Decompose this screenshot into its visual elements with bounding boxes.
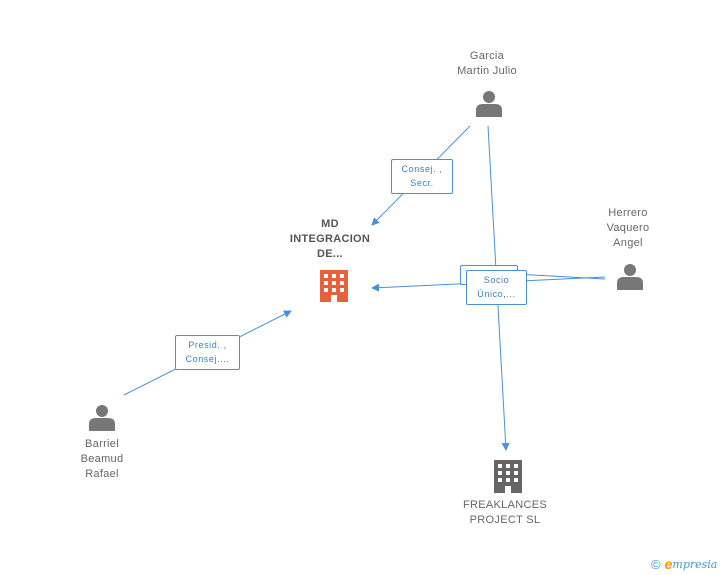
- company-md-line: INTEGRACION: [289, 233, 371, 245]
- edge-label-barriel-md[interactable]: Presid. , Consej....: [175, 335, 240, 370]
- company-freaklances-line: FREAKLANCES: [463, 499, 547, 511]
- person-herrero-line: Angel: [613, 237, 643, 249]
- person-herrero-label[interactable]: Herrero Vaquero Angel: [578, 206, 678, 251]
- person-barriel-line: Barriel: [85, 438, 119, 450]
- person-icon[interactable]: [89, 405, 115, 431]
- person-icon[interactable]: [476, 91, 502, 117]
- edge-label-line: Único,...: [477, 289, 516, 299]
- person-garcia-line: Martin Julio: [457, 65, 517, 77]
- company-md-line: DE...: [317, 248, 343, 260]
- edge-label-garcia-md[interactable]: Consej. , Secr.: [391, 159, 453, 194]
- edge-herrero-to-freaklances: [514, 273, 606, 280]
- person-icon[interactable]: [617, 264, 643, 290]
- edge-label-line: Consej....: [185, 354, 230, 364]
- person-herrero-line: Herrero: [608, 207, 648, 219]
- brand-logo-text: mpresia: [672, 557, 718, 571]
- edge-label-line: Secr.: [410, 178, 434, 188]
- person-barriel-label[interactable]: Barriel Beamud Rafael: [52, 437, 152, 482]
- edge-label-line: Consej. ,: [401, 164, 443, 174]
- company-freaklances-line: PROJECT SL: [469, 514, 541, 526]
- brand-logo-e: e: [664, 556, 673, 572]
- edge-label-herrero-multi[interactable]: Socio Único,...: [466, 270, 527, 305]
- company-md-label[interactable]: MD INTEGRACION DE...: [270, 217, 390, 262]
- person-herrero-line: Vaquero: [606, 222, 650, 234]
- building-icon[interactable]: [320, 270, 348, 302]
- person-garcia-label[interactable]: Garcia Martin Julio: [427, 49, 547, 79]
- edge-label-line: Presid. ,: [188, 340, 227, 350]
- building-icon[interactable]: [494, 460, 522, 493]
- person-barriel-line: Beamud: [80, 453, 124, 465]
- brand-footer[interactable]: © e mpresia: [651, 556, 717, 572]
- person-garcia-line: Garcia: [469, 50, 505, 62]
- company-md-line: MD: [321, 218, 339, 230]
- edge-label-line: Socio: [483, 275, 510, 285]
- copyright-symbol: ©: [651, 556, 661, 572]
- company-freaklances-label[interactable]: FREAKLANCES PROJECT SL: [445, 498, 565, 528]
- person-barriel-line: Rafael: [85, 468, 119, 480]
